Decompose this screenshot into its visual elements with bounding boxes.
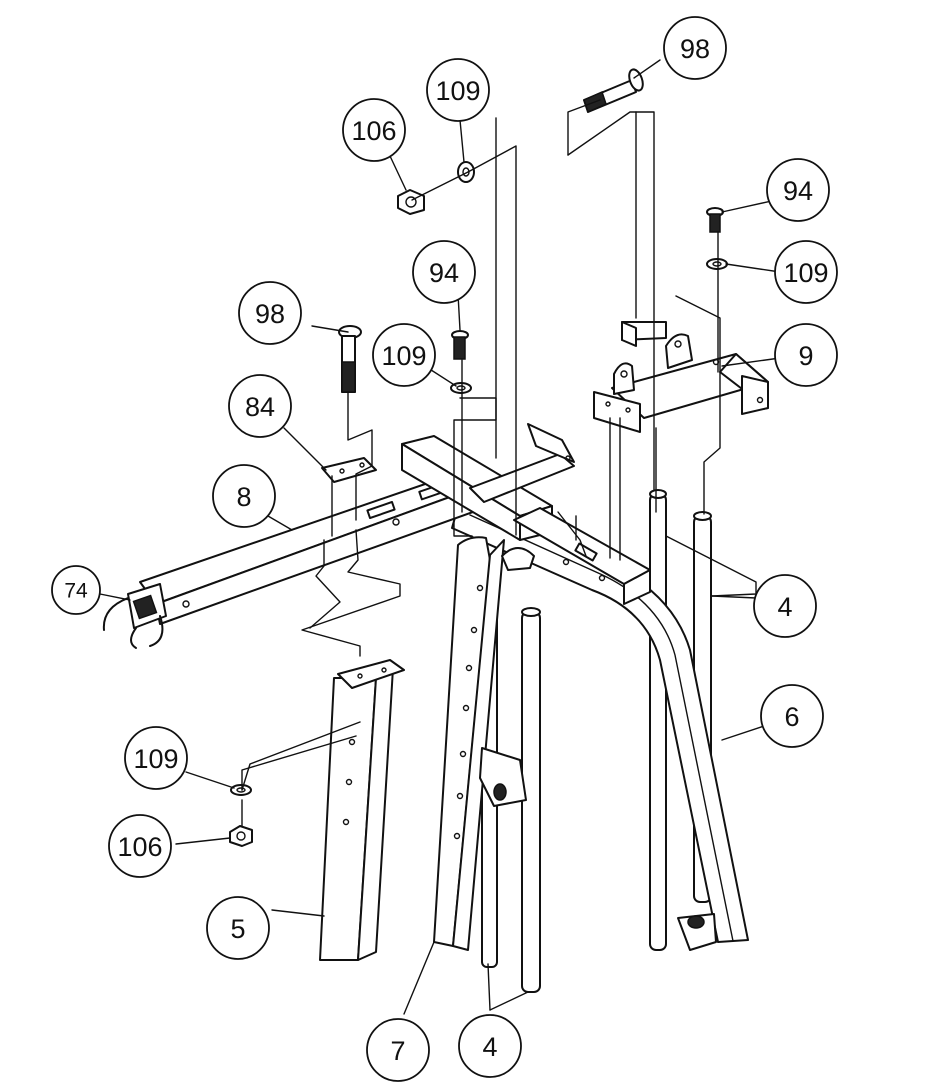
callout-94-right: 94 xyxy=(767,159,829,221)
callout-label: 94 xyxy=(429,258,459,288)
callout-label: 74 xyxy=(64,580,88,603)
callout-6: 6 xyxy=(761,685,823,747)
bolt-94-mid xyxy=(452,331,468,359)
callout-109-mid: 109 xyxy=(373,324,435,386)
callout-7: 7 xyxy=(367,1019,429,1081)
callout-84: 84 xyxy=(229,375,291,437)
callout-5: 5 xyxy=(207,897,269,959)
callout-label: 98 xyxy=(255,299,285,329)
callout-74: 74 xyxy=(52,566,100,614)
callout-9: 9 xyxy=(775,324,837,386)
callout-label: 106 xyxy=(117,832,162,862)
callout-label: 109 xyxy=(435,76,480,106)
washer-109-low xyxy=(231,785,251,795)
bolt-94-right xyxy=(707,208,723,232)
callout-109-right: 109 xyxy=(775,241,837,303)
callout-106-low: 106 xyxy=(109,815,171,877)
callout-label: 98 xyxy=(680,34,710,64)
callout-4-right: 4 xyxy=(754,575,816,637)
callout-label: 94 xyxy=(783,176,813,206)
callout-98-left: 98 xyxy=(239,282,301,344)
callout-label: 109 xyxy=(381,341,426,371)
bracket-9 xyxy=(594,322,768,432)
callout-label: 4 xyxy=(482,1032,497,1062)
washer-109-right xyxy=(707,259,727,269)
callout-98-top: 98 xyxy=(664,17,726,79)
bolt-98-top xyxy=(584,68,645,112)
plate-84 xyxy=(322,458,376,482)
bolt-98-left xyxy=(339,326,361,392)
callout-label: 5 xyxy=(230,914,245,944)
callout-label: 6 xyxy=(784,702,799,732)
washer-109-top xyxy=(458,162,474,182)
nut-106-low xyxy=(230,826,252,846)
callout-label: 9 xyxy=(798,341,813,371)
callout-label: 109 xyxy=(133,744,178,774)
callout-label: 109 xyxy=(783,258,828,288)
nut-106-top xyxy=(398,190,424,214)
callout-label: 106 xyxy=(351,116,396,146)
upright-frame-5 xyxy=(320,660,404,960)
callout-94-mid: 94 xyxy=(413,241,475,303)
callout-label: 4 xyxy=(777,592,792,622)
callout-4-bottom: 4 xyxy=(459,1015,521,1077)
callout-label: 8 xyxy=(236,482,251,512)
upright-tube-4-back-left xyxy=(650,490,666,950)
callout-8: 8 xyxy=(213,465,275,527)
callout-106-top: 106 xyxy=(343,99,405,161)
hook-end-74 xyxy=(104,584,166,648)
callout-109-low: 109 xyxy=(125,727,187,789)
callout-label: 84 xyxy=(245,392,275,422)
callout-109-top: 109 xyxy=(427,59,489,121)
callout-label: 7 xyxy=(390,1036,405,1066)
